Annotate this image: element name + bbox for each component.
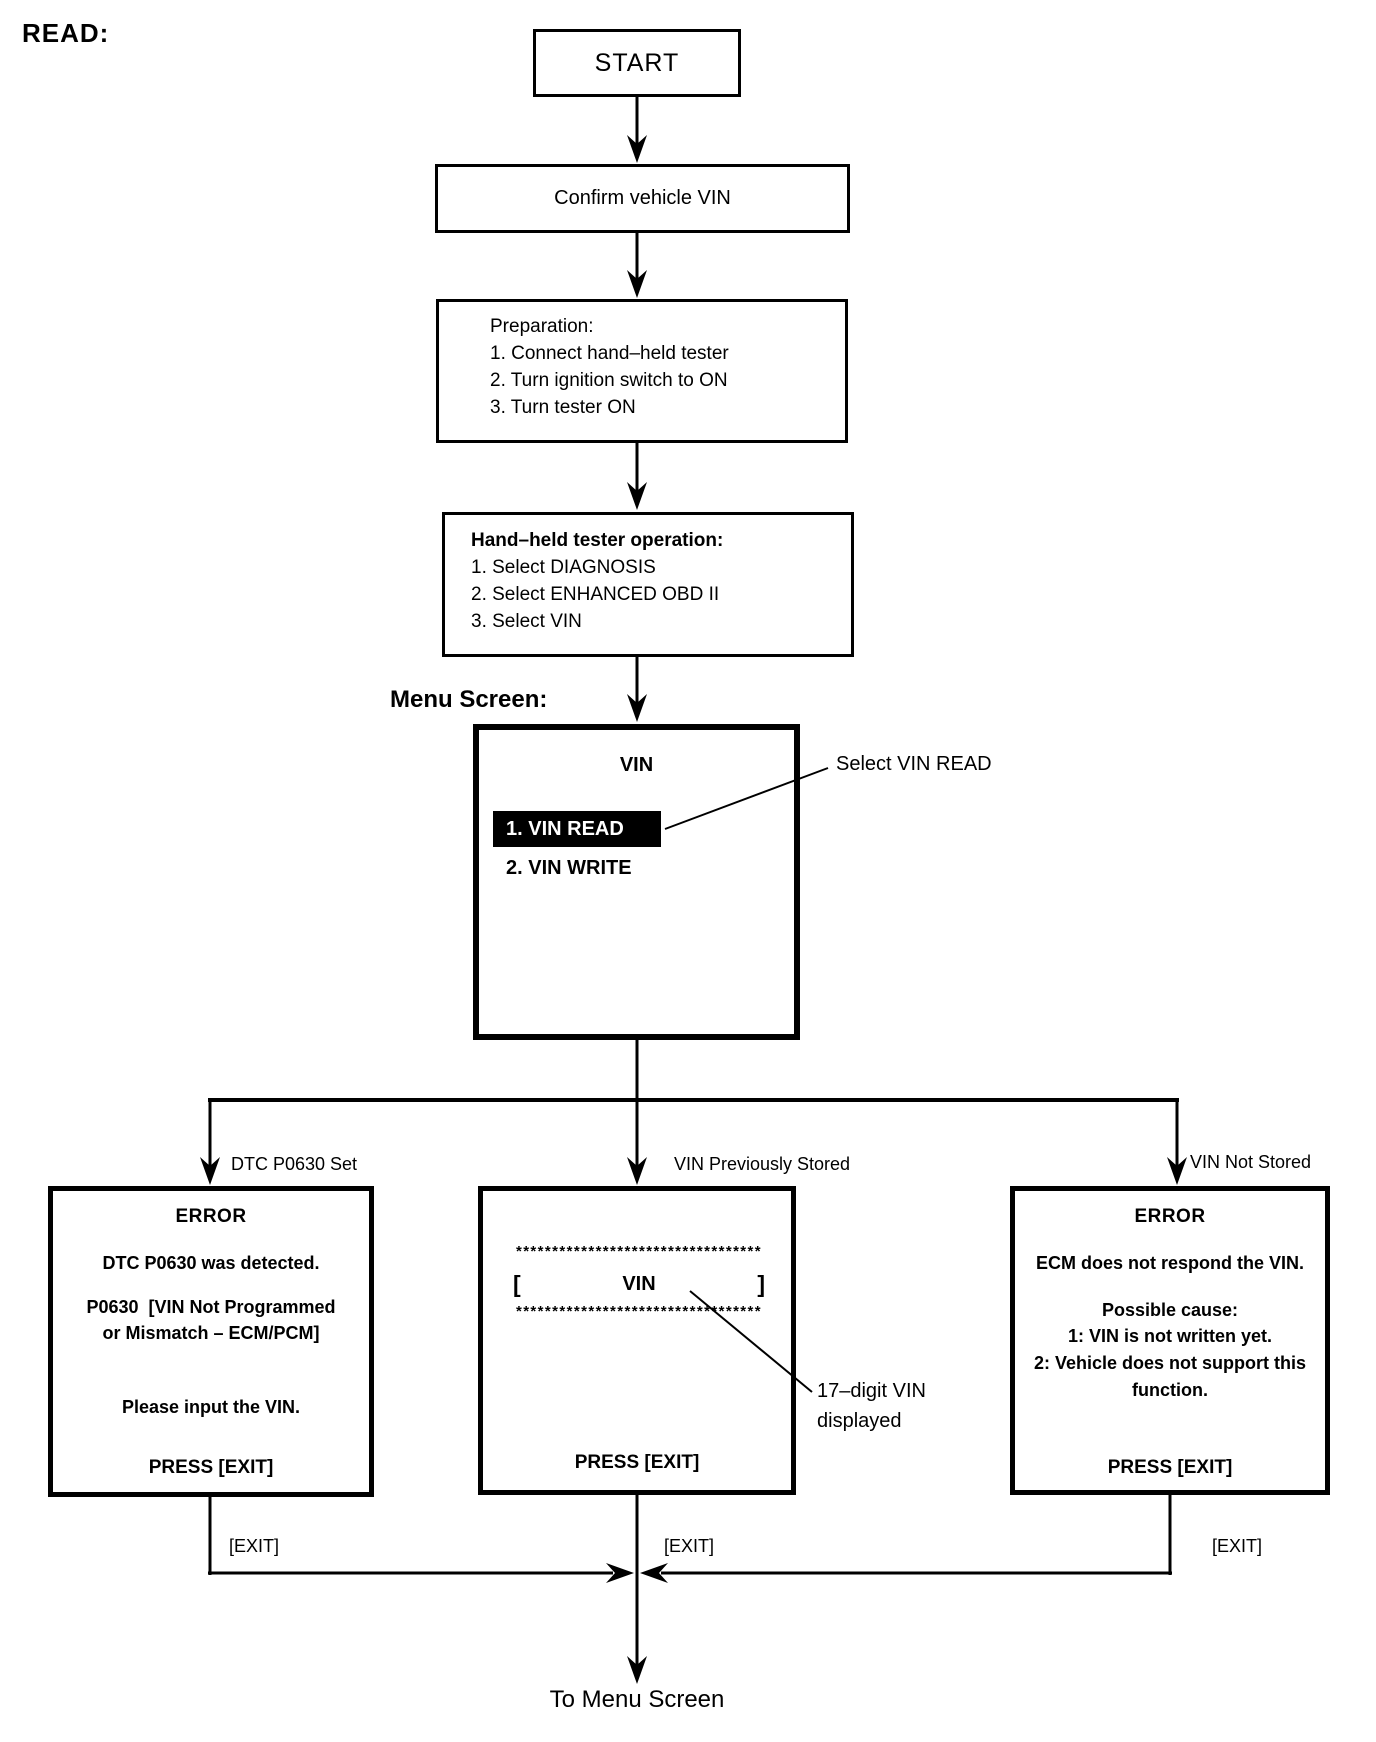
error-dtc-press-exit: PRESS [EXIT] (148, 1457, 274, 1478)
menu-item-vin-write: 2. VIN WRITE (506, 857, 632, 879)
digit-vin-callout-line-1: 17–digit VIN (817, 1380, 926, 1402)
arrowhead-branch-right (1167, 1157, 1187, 1185)
error-dtc-line-3: or Mismatch – ECM/PCM] (102, 1323, 320, 1343)
branch-tag-dtc-set: DTC P0630 Set (231, 1154, 358, 1174)
start-label: START (594, 48, 680, 77)
exit-label-right: [EXIT] (1212, 1536, 1263, 1556)
branch-tag-vin-not-stored: VIN Not Stored (1190, 1152, 1312, 1172)
page-title: READ: (22, 18, 110, 48)
error-not-stored-line-4: 2: Vehicle does not support this (1033, 1353, 1307, 1373)
error-not-stored-line-5: function. (1132, 1380, 1208, 1400)
menu-screen-node: VIN 1. VIN READ 2. VIN WRITE (473, 724, 800, 1040)
branch-tag-vin-stored: VIN Previously Stored (674, 1154, 851, 1174)
error-not-stored-press-exit: PRESS [EXIT] (1107, 1457, 1233, 1478)
confirm-vin-label: Confirm vehicle VIN (554, 187, 731, 209)
tester-operation-step-2: 2. Select ENHANCED OBD II (471, 584, 720, 605)
error-not-stored-line-1: ECM does not respond the VIN. (1035, 1253, 1304, 1273)
vin-display-stars-bottom: ********************************** (515, 1303, 763, 1320)
error-dtc-line-1: DTC P0630 was detected. (102, 1253, 320, 1273)
vin-display-stars-top: ********************************** (515, 1243, 763, 1260)
vin-display-bracket-open: [ (513, 1271, 521, 1297)
vin-display-press-exit: PRESS [EXIT] (574, 1452, 700, 1473)
preparation-step-3: 3. Turn tester ON (490, 397, 636, 418)
exit-label-left: [EXIT] (229, 1536, 280, 1556)
preparation-node: Preparation: 1. Connect hand–held tester… (436, 299, 848, 443)
vin-display-node: ********************************** [ VIN… (478, 1186, 796, 1495)
digit-vin-callout: 17–digit VIN displayed (817, 1376, 926, 1436)
tester-operation-heading: Hand–held tester operation: (471, 530, 724, 551)
arrowhead-branch-center (627, 1157, 647, 1185)
select-vin-read-callout: Select VIN READ (836, 753, 992, 775)
arrowhead-to-menu (627, 1656, 647, 1684)
confirm-vin-node: Confirm vehicle VIN (435, 164, 850, 233)
vin-display-bracket-close: ] (757, 1271, 765, 1297)
arrowhead-tester-menu (627, 694, 647, 722)
error-dtc-line-2: P0630 [VIN Not Programmed (86, 1297, 336, 1317)
menu-item-vin-read: 1. VIN READ (493, 811, 661, 847)
to-menu-screen-label: To Menu Screen (549, 1686, 725, 1713)
arrowhead-confirm-prep (627, 270, 647, 298)
vin-display-label: VIN (622, 1272, 656, 1295)
error-not-stored-line-2: Possible cause: (1101, 1300, 1239, 1320)
tester-operation-node: Hand–held tester operation: 1. Select DI… (442, 512, 854, 657)
preparation-heading: Preparation: (490, 316, 594, 337)
error-not-stored-line-3: 1: VIN is not written yet. (1067, 1326, 1273, 1346)
error-dtc-title: ERROR (175, 1206, 247, 1227)
menu-title: VIN (619, 754, 654, 776)
vin-display-row: [ VIN ] (513, 1269, 765, 1299)
error-not-stored-title: ERROR (1134, 1206, 1206, 1227)
tester-operation-step-1: 1. Select DIAGNOSIS (471, 557, 656, 578)
error-dtc-line-4: Please input the VIN. (121, 1397, 301, 1417)
arrowhead-converge-right (640, 1563, 668, 1583)
error-dtc-node: ERROR DTC P0630 was detected. P0630 [VIN… (48, 1186, 374, 1497)
preparation-step-2: 2. Turn ignition switch to ON (490, 370, 728, 391)
menu-screen-caption: Menu Screen: (390, 686, 548, 713)
arrowhead-converge-left (606, 1563, 634, 1583)
exit-label-center: [EXIT] (664, 1536, 715, 1556)
arrowhead-prep-tester (627, 482, 647, 510)
start-node: START (533, 29, 741, 97)
digit-vin-callout-line-2: displayed (817, 1410, 902, 1432)
tester-operation-step-3: 3. Select VIN (471, 611, 582, 632)
arrowhead-branch-left (200, 1157, 220, 1185)
arrowhead-start-confirm (627, 135, 647, 163)
preparation-step-1: 1. Connect hand–held tester (490, 343, 729, 364)
error-not-stored-node: ERROR ECM does not respond the VIN. Poss… (1010, 1186, 1330, 1495)
